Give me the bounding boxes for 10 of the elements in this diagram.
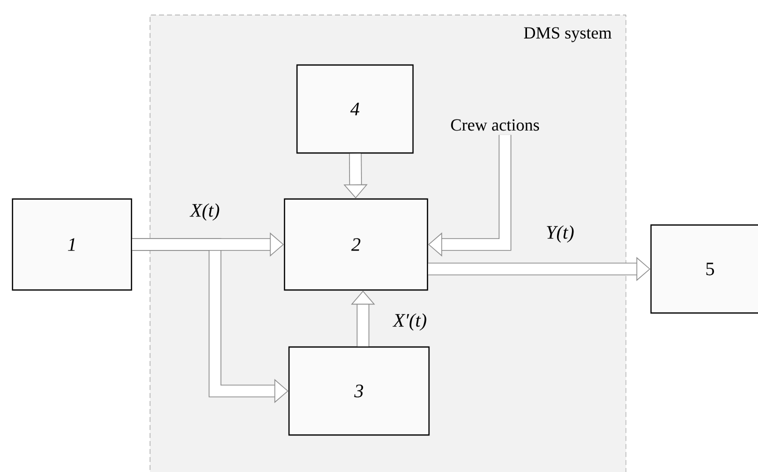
edge-label: X(t) <box>189 202 221 222</box>
block-box: 4 <box>296 64 414 154</box>
block-box: 2 <box>284 198 428 291</box>
block-box: 5 <box>650 224 758 314</box>
edge-label: Y(t) <box>544 224 576 244</box>
block-arrow <box>428 134 512 257</box>
input-label: Crew actions <box>451 119 540 131</box>
edge-label: X′(t) <box>392 312 428 332</box>
block-box: 3 <box>288 346 430 436</box>
block-box: 1 <box>12 198 132 291</box>
